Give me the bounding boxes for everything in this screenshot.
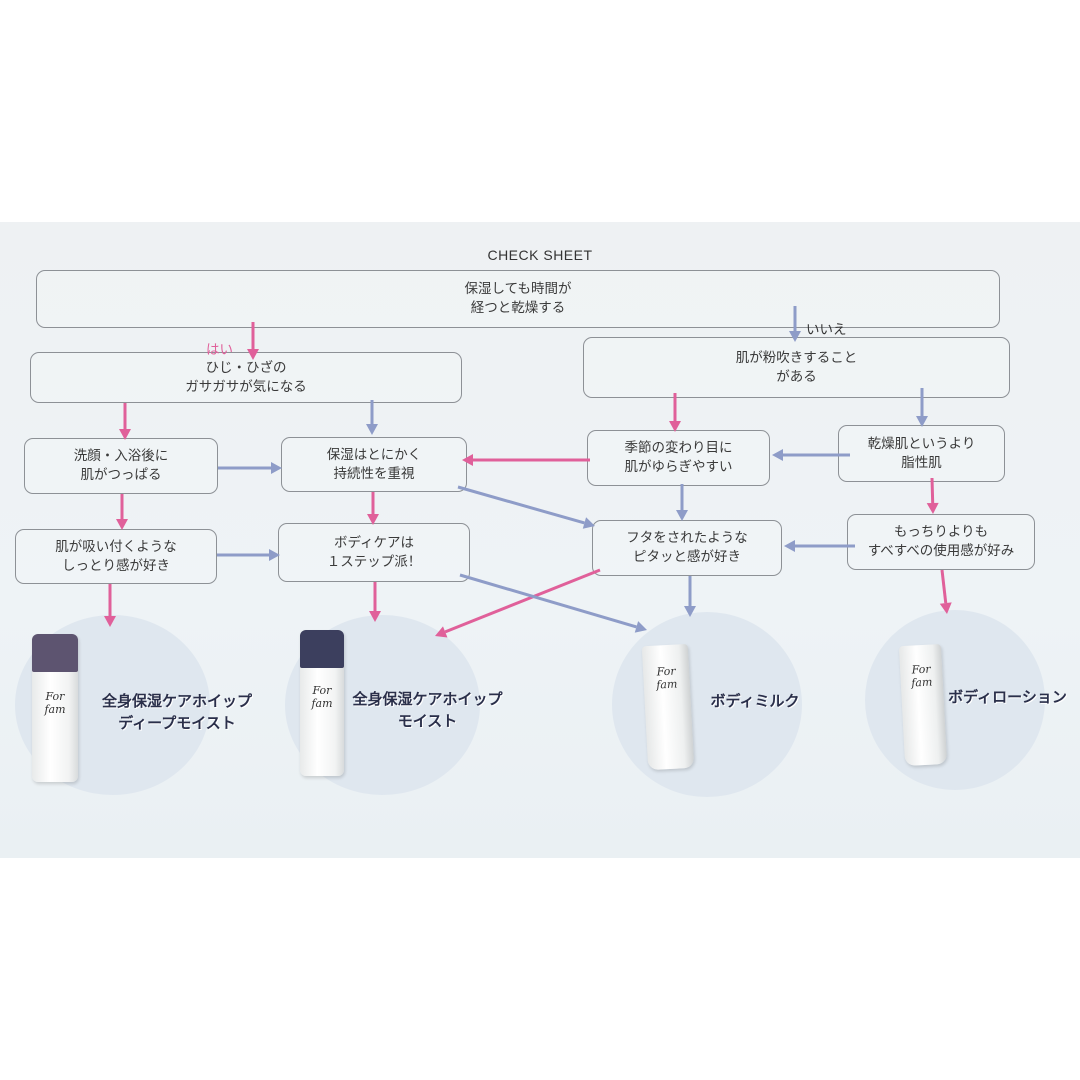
question-text: 肌がゆらぎやすい: [624, 459, 733, 475]
no-arrow: [218, 462, 282, 474]
question-text: 保湿はとにかく: [326, 446, 422, 463]
question-text: 乾燥肌というより: [867, 435, 976, 452]
brand-logo: For fam: [311, 684, 333, 710]
question-text: 季節の変わり目に: [624, 440, 733, 456]
yes-arrow: [367, 492, 379, 525]
no-arrow: [457, 485, 595, 529]
product-name-line: 全身保湿ケアホイップ: [101, 692, 252, 710]
yes-arrow: [926, 477, 939, 514]
question-tight-after-bath: 洗顔・入浴後に 肌がつっぱる: [24, 438, 218, 494]
yes-arrow: [462, 454, 590, 466]
question-text: 保湿しても時間が: [464, 281, 572, 297]
yes-arrow: [119, 403, 131, 440]
product-name-body-milk: ボディミルク: [700, 690, 810, 712]
question-text: ピタッと感が好き: [633, 549, 741, 565]
question-text: 脂性肌: [901, 454, 942, 471]
no-arrow: [217, 549, 280, 561]
brand-logo: For fam: [44, 690, 66, 716]
product-name-line: ボディローション: [948, 688, 1067, 706]
question-text: しっとり感が好き: [62, 557, 170, 574]
question-text: すべすべの使用感が好み: [867, 543, 1015, 559]
sheet-title: CHECK SHEET: [487, 247, 593, 263]
question-text: もっちりよりも: [893, 524, 989, 540]
product-name-line: ディープモイスト: [118, 714, 236, 732]
question-moist-feel: 肌が吸い付くような しっとり感が好き: [15, 529, 217, 584]
product-name-line: ボディミルク: [710, 692, 800, 710]
question-text: フタをされたような: [626, 530, 748, 546]
question-sealed-feel: フタをされたような ピタッと感が好き: [592, 520, 782, 576]
question-text: ひじ・ひざの: [205, 359, 287, 376]
yes-label: はい: [206, 342, 233, 358]
product-name-moist-whip: 全身保湿ケアホイップ モイスト: [340, 688, 515, 732]
yes-arrow: [116, 494, 128, 530]
question-long-lasting: 保湿はとにかく 持続性を重視: [281, 437, 467, 492]
no-arrow: [772, 449, 850, 461]
question-text: １ステップ派！: [326, 553, 422, 570]
no-arrow: [366, 400, 378, 435]
product-name-line: 全身保湿ケアホイップ: [352, 690, 503, 708]
product-backdrop-circle: [865, 610, 1045, 790]
bottle-cap: [300, 630, 344, 668]
question-text: 肌が吸い付くような: [55, 538, 177, 555]
deep-moist-whip-bottle-image: For fam: [32, 634, 78, 782]
no-arrow: [789, 306, 801, 342]
product-name-body-lotion: ボディローション: [940, 686, 1075, 708]
question-season-change: 季節の変わり目に 肌がゆらぎやすい: [587, 430, 770, 486]
yes-arrow: [369, 582, 381, 622]
moist-whip-bottle-image: For fam: [300, 630, 344, 776]
question-text: 経つと乾燥する: [470, 300, 566, 316]
yes-arrow: [939, 569, 952, 614]
no-arrow: [459, 573, 647, 633]
question-text: 持続性を重視: [333, 465, 415, 482]
question-text: ボディケアは: [333, 534, 415, 551]
yes-arrow: [669, 393, 681, 432]
product-name-deep-moist-whip: 全身保湿ケアホイップ ディープモイスト: [82, 690, 272, 734]
question-text: ガサガサが気になる: [185, 378, 307, 395]
yes-arrow: [435, 568, 601, 638]
question-oily-skin: 乾燥肌というより 脂性肌: [838, 425, 1005, 482]
product-backdrop-circle: [612, 612, 802, 797]
no-label: いいえ: [806, 322, 847, 338]
question-dry-over-time: 保湿しても時間が 経つと乾燥する: [36, 270, 1000, 328]
no-arrow: [916, 388, 928, 427]
no-arrow: [684, 576, 696, 617]
question-elbow-knee: ひじ・ひざの ガサガサが気になる: [30, 352, 462, 403]
no-arrow: [784, 540, 855, 552]
question-text: 肌がつっぱる: [80, 467, 162, 483]
question-one-step: ボディケアは １ステップ派！: [278, 523, 470, 582]
no-arrow: [676, 484, 688, 521]
question-text: がある: [776, 368, 817, 385]
product-name-line: モイスト: [397, 712, 458, 730]
bottle-cap: [32, 634, 78, 672]
question-powdery-skin: 肌が粉吹きすること がある: [583, 337, 1010, 398]
question-text: 洗顔・入浴後に: [73, 448, 169, 464]
yes-arrow: [247, 322, 259, 360]
question-smooth-feel: もっちりよりも すべすべの使用感が好み: [847, 514, 1035, 570]
question-text: 肌が粉吹きすること: [735, 349, 858, 366]
yes-arrow: [104, 584, 116, 627]
